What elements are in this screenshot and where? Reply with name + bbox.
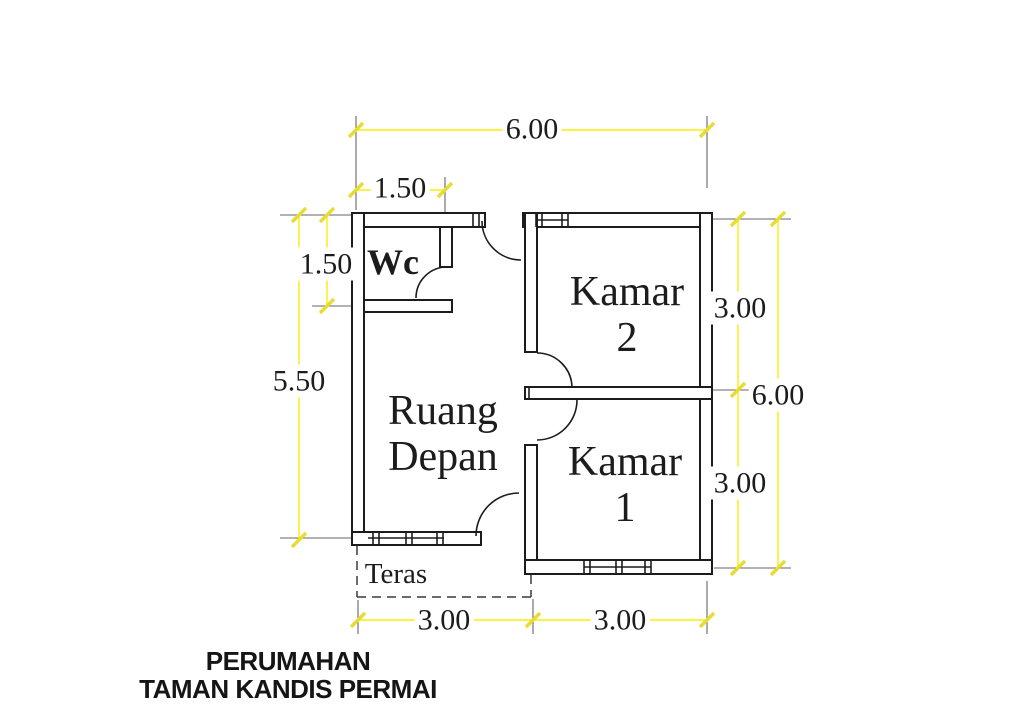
kamar-divider-wall <box>524 386 713 400</box>
dim-label-bottom-teras-width: 3.00 <box>414 603 474 637</box>
dim-label-left-wc-height: 1.50 <box>296 247 356 281</box>
dim-label-right-kamar2-height: 3.00 <box>710 291 770 325</box>
entrance-door-arc <box>481 220 522 261</box>
kamar1-door-arc <box>536 399 578 441</box>
door-arcs <box>415 220 578 537</box>
room-label-kamar-1: Kamar 1 <box>568 439 682 531</box>
drawing-title-line2: TAMAN KANDIS PERMAI <box>139 674 437 704</box>
room-label-ruang-depan-line2: Depan <box>388 434 498 480</box>
room-label-wc: Wc <box>367 242 419 283</box>
dim-label-right-kamar1-height: 3.00 <box>710 466 770 500</box>
dim-label-bottom-kamar1-width: 3.00 <box>590 603 650 637</box>
dim-label-top-wc-width: 1.50 <box>370 171 430 205</box>
dim-label-top-total-width: 6.00 <box>502 112 562 146</box>
room-label-ruang-depan-line1: Ruang <box>388 388 498 434</box>
dimension-tick-marks <box>290 121 787 629</box>
wc-door-arc <box>415 266 448 299</box>
room-label-kamar-2-line1: Kamar <box>569 269 685 315</box>
interior-wall-lower <box>524 444 538 575</box>
dim-label-right-total-height: 6.00 <box>748 378 808 412</box>
room-label-kamar-1-line2: 1 <box>614 485 636 531</box>
kamar2-door-arc <box>536 352 573 389</box>
room-label-ruang-depan: Ruang Depan <box>388 388 498 480</box>
top-wall-left-segment <box>351 212 486 228</box>
room-label-teras: Teras <box>364 558 428 591</box>
wc-right-wall <box>439 226 453 268</box>
teras-outline <box>356 546 532 598</box>
room-label-kamar-2: Kamar 2 <box>570 269 684 361</box>
room-label-kamar-1-line1: Kamar <box>567 439 683 485</box>
window-symbols <box>368 213 652 574</box>
room-label-kamar-2-line2: 2 <box>616 315 638 361</box>
wc-bottom-wall <box>363 299 453 313</box>
back-door-arc <box>475 492 520 537</box>
drawing-title: PERUMAHAN TAMAN KANDIS PERMAI <box>139 647 437 703</box>
interior-wall-upper <box>524 212 538 353</box>
dim-label-left-main-height: 5.50 <box>269 364 329 398</box>
drawing-title-line1: PERUMAHAN <box>205 646 371 676</box>
